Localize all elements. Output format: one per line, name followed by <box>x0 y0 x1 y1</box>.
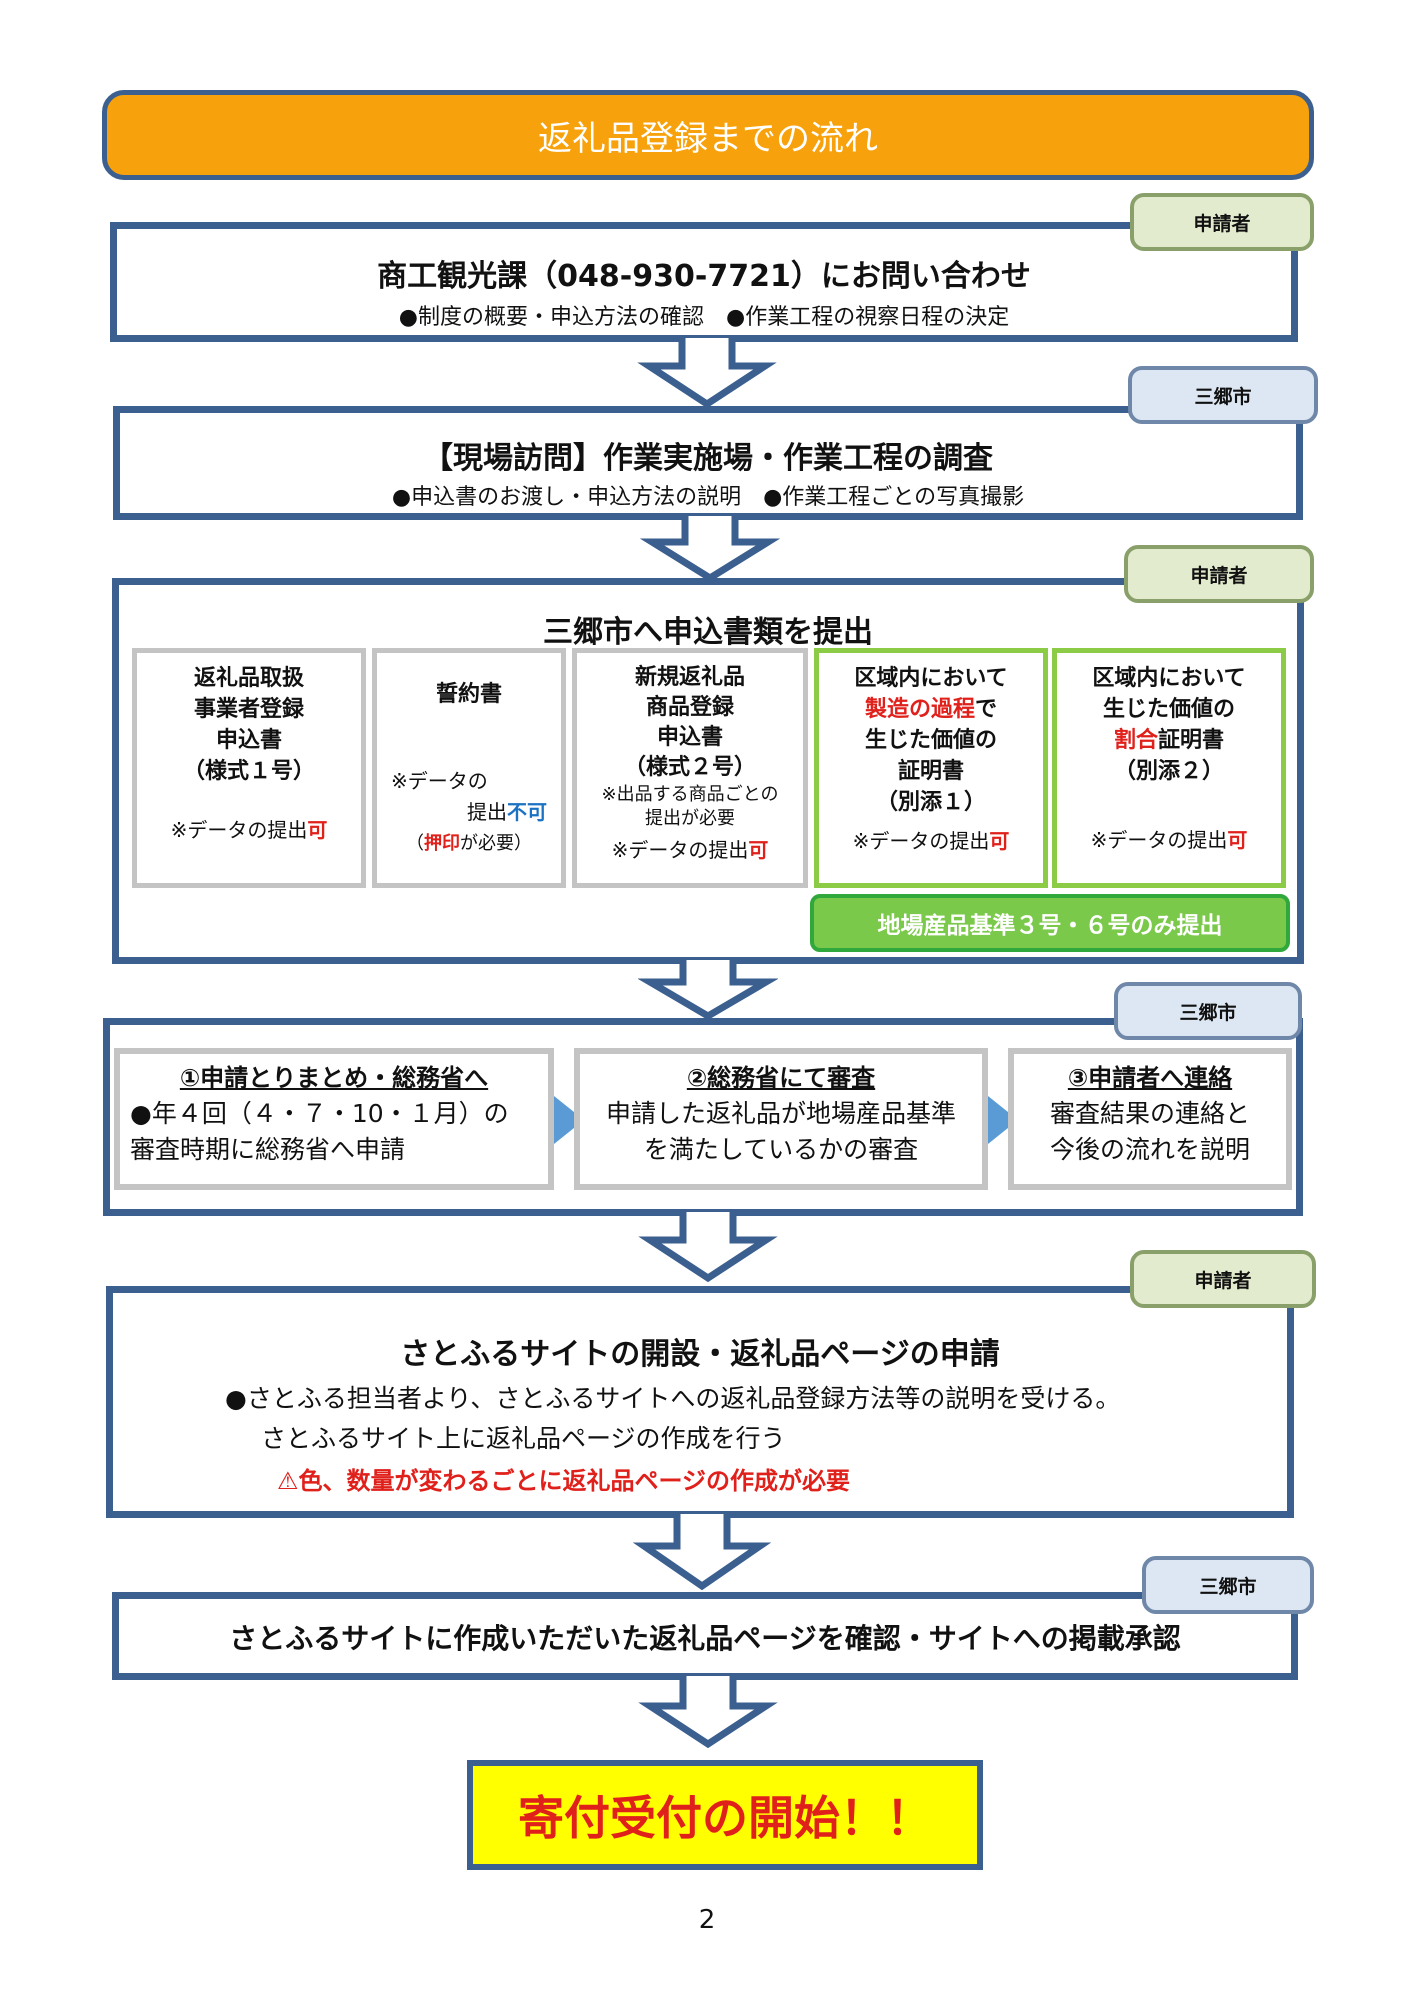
step-satofull-heading: さとふるサイトの開設・返礼品ページの申請 <box>400 1337 1000 1372</box>
role-tag-applicant: 申請者 <box>1130 1250 1316 1308</box>
down-arrow-icon <box>638 1676 778 1748</box>
doc-value-certificate-1: 区域内において 製造の過程で 生じた価値の 証明書 （別添１） ※データの提出可 <box>814 648 1048 888</box>
role-tag-city: 三郷市 <box>1142 1556 1314 1614</box>
down-arrow-icon <box>632 1514 772 1590</box>
step-approval-heading: さとふるサイトに作成いただいた返礼品ページを確認・サイトへの掲載承認 <box>229 1622 1181 1655</box>
step-satofull-site: さとふるサイトの開設・返礼品ページの申請 ●さとふる担当者より、さとふるサイトへ… <box>106 1286 1294 1518</box>
page-number: 2 <box>698 1905 716 1935</box>
step-site-visit: 【現場訪問】作業実施場・作業工程の調査 ●申込書のお渡し・申込方法の説明 ●作業… <box>113 406 1303 520</box>
donation-start-banner: 寄付受付の開始！！ <box>467 1760 983 1870</box>
right-arrow-icon <box>554 1096 584 1144</box>
role-tag-city: 三郷市 <box>1114 982 1302 1040</box>
warning-text: ⚠色、数量が変わるごとに返礼品ページの作成が必要 <box>277 1467 851 1495</box>
step-site-visit-heading: 【現場訪問】作業実施場・作業工程の調査 <box>423 441 993 476</box>
down-arrow-icon <box>640 516 780 582</box>
step-contact-heading: 商工観光課（048-930-7721）にお問い合わせ <box>377 259 1031 294</box>
local-product-criteria-note: 地場産品基準３号・６号のみ提出 <box>810 894 1290 952</box>
role-tag-applicant: 申請者 <box>1130 193 1314 251</box>
step-contact: 商工観光課（048-930-7721）にお問い合わせ ●制度の概要・申込方法の確… <box>110 222 1298 342</box>
role-tag-city: 三郷市 <box>1128 366 1318 424</box>
step-site-visit-sub: ●申込書のお渡し・申込方法の説明 ●作業工程ごとの写真撮影 <box>391 485 1025 510</box>
step-submit-heading: 三郷市へ申込書類を提出 <box>543 615 873 650</box>
down-arrow-icon <box>638 1212 778 1282</box>
doc-value-certificate-2: 区域内において 生じた価値の 割合証明書 （別添２） ※データの提出可 <box>1052 648 1286 888</box>
down-arrow-icon <box>638 960 778 1020</box>
substep-ministry-review: ②総務省にて審査 申請した返礼品が地場産品基準 を満たしているかの審査 <box>574 1048 988 1190</box>
role-tag-applicant: 申請者 <box>1124 545 1314 603</box>
substep-notify-applicant: ③申請者へ連絡 審査結果の連絡と 今後の流れを説明 <box>1008 1048 1292 1190</box>
substep-compile-application: ①申請とりまとめ・総務省へ ●年４回（４・７・10・１月）の 審査時期に総務省へ… <box>114 1048 554 1190</box>
down-arrow-icon <box>637 338 777 408</box>
doc-business-registration: 返礼品取扱 事業者登録 申込書 （様式１号） ※データの提出可 <box>132 648 366 888</box>
step-contact-sub: ●制度の概要・申込方法の確認 ●作業工程の視察日程の決定 <box>398 305 1010 330</box>
doc-product-registration: 新規返礼品 商品登録 申込書 （様式２号） ※出品する商品ごとの 提出が必要 ※… <box>572 648 808 888</box>
right-arrow-icon <box>988 1096 1018 1144</box>
step-page-approval: さとふるサイトに作成いただいた返礼品ページを確認・サイトへの掲載承認 <box>112 1592 1298 1680</box>
doc-pledge: 誓約書 ※データの 提出不可 （押印が必要） <box>372 648 566 888</box>
page-title: 返礼品登録までの流れ <box>102 90 1314 180</box>
